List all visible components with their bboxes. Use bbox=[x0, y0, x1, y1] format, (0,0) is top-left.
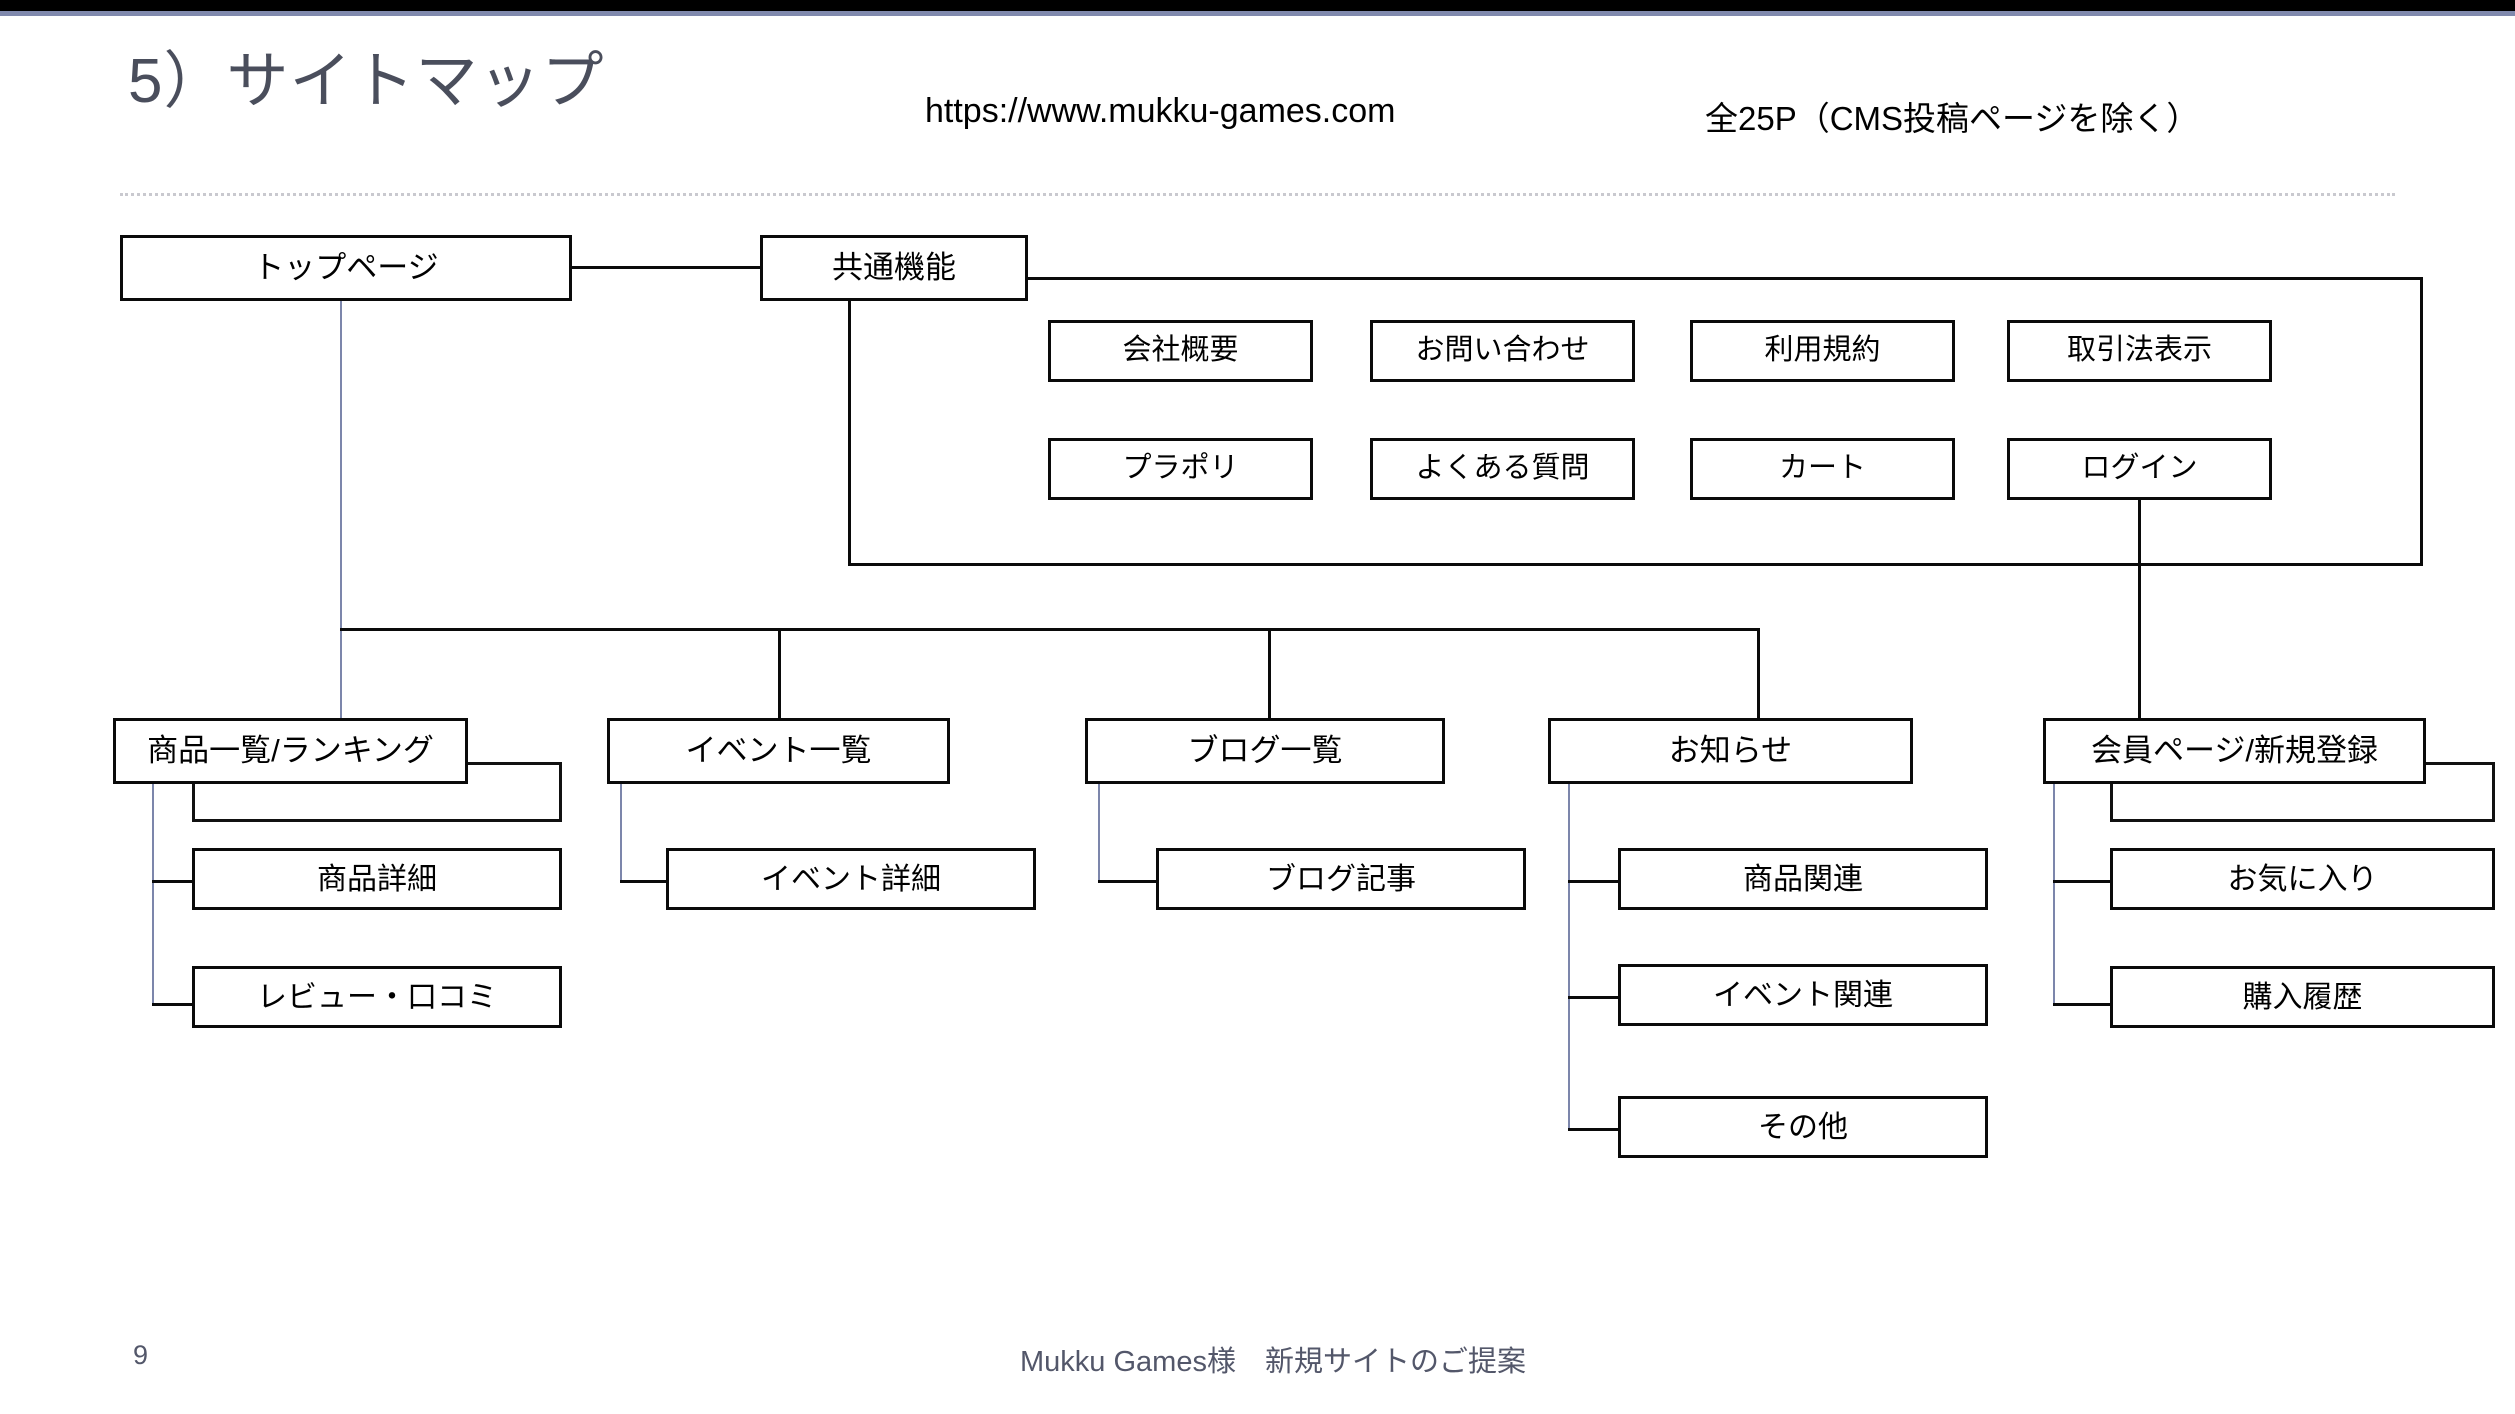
node-label: ブログ記事 bbox=[1266, 862, 1416, 896]
drop-to-event-list bbox=[778, 628, 781, 720]
distribution-bar bbox=[340, 628, 1760, 631]
page-count-note: 全25P（CMS投稿ページを除く） bbox=[1705, 100, 2200, 137]
node-label: 会社概要 bbox=[1122, 334, 1239, 367]
spine-product bbox=[152, 784, 154, 1006]
stub-member-favorites bbox=[2053, 880, 2111, 883]
node-terms[interactable]: 利用規約 bbox=[1690, 320, 1955, 382]
footer-note: Mukku Games様 新規サイトのご提案 bbox=[1020, 1346, 1526, 1378]
stub-product-detail bbox=[152, 880, 194, 883]
stub-news-other bbox=[1568, 1128, 1620, 1131]
node-label: 商品関連 bbox=[1743, 862, 1863, 896]
node-news-list[interactable]: お知らせ bbox=[1548, 718, 1913, 784]
node-top-page[interactable]: トップページ bbox=[120, 235, 572, 301]
node-member-page[interactable]: 会員ページ/新規登録 bbox=[2043, 718, 2426, 784]
node-faq[interactable]: よくある質問 bbox=[1370, 438, 1635, 500]
node-label: トップページ bbox=[253, 249, 439, 285]
node-login[interactable]: ログイン bbox=[2007, 438, 2272, 500]
drop-to-blog-list bbox=[1268, 628, 1271, 720]
node-cart[interactable]: カート bbox=[1690, 438, 1955, 500]
page-number: 9 bbox=[133, 1340, 149, 1370]
spine-event bbox=[620, 784, 622, 883]
link-common-enclosure-bottom bbox=[848, 563, 2423, 566]
node-label: その他 bbox=[1758, 1110, 1848, 1144]
node-label: お知らせ bbox=[1668, 732, 1793, 768]
node-label: イベント一覧 bbox=[685, 732, 872, 768]
node-label: イベント関連 bbox=[1713, 978, 1893, 1012]
stub-product-review bbox=[152, 1003, 194, 1006]
node-company-profile[interactable]: 会社概要 bbox=[1048, 320, 1313, 382]
link-common-enclosure-right bbox=[2420, 277, 2423, 566]
node-member-history[interactable]: 購入履歴 bbox=[2110, 966, 2495, 1028]
stub-event-detail bbox=[620, 880, 668, 883]
node-label: 共通機能 bbox=[832, 249, 956, 285]
node-label: よくある質問 bbox=[1415, 452, 1590, 485]
node-privacy-policy[interactable]: プラポリ bbox=[1048, 438, 1313, 500]
header-divider bbox=[120, 193, 2395, 196]
node-product-list[interactable]: 商品一覧/ランキング bbox=[113, 718, 468, 784]
node-label: イベント詳細 bbox=[761, 862, 941, 896]
node-event-detail[interactable]: イベント詳細 bbox=[666, 848, 1036, 910]
node-product-review[interactable]: レビュー・口コミ bbox=[192, 966, 562, 1028]
node-contact[interactable]: お問い合わせ bbox=[1370, 320, 1635, 382]
top-accent-bar bbox=[0, 11, 2515, 16]
site-url-label: https://www.mukku-games.com bbox=[925, 92, 1396, 130]
node-blog-article[interactable]: ブログ記事 bbox=[1156, 848, 1526, 910]
spine-blog bbox=[1098, 784, 1100, 883]
node-label: プラポリ bbox=[1122, 452, 1239, 485]
node-blog-list[interactable]: ブログ一覧 bbox=[1085, 718, 1445, 784]
top-black-bar bbox=[0, 0, 2515, 11]
node-label: お問い合わせ bbox=[1415, 334, 1590, 367]
node-label: 会員ページ/新規登録 bbox=[2091, 732, 2378, 768]
spine-news bbox=[1568, 784, 1570, 1131]
stub-member-history bbox=[2053, 1003, 2111, 1006]
node-news-event[interactable]: イベント関連 bbox=[1618, 964, 1988, 1026]
link-common-enclosure-left bbox=[848, 301, 851, 566]
node-label: ログイン bbox=[2081, 452, 2198, 485]
node-label: 取引法表示 bbox=[2066, 334, 2212, 367]
stub-blog-article bbox=[1098, 880, 1158, 883]
node-news-product[interactable]: 商品関連 bbox=[1618, 848, 1988, 910]
spine-toppage bbox=[340, 301, 342, 721]
stub-news-event bbox=[1568, 996, 1620, 999]
node-label: 商品一覧/ランキング bbox=[147, 732, 434, 768]
node-commercial-law[interactable]: 取引法表示 bbox=[2007, 320, 2272, 382]
node-member-favorites[interactable]: お気に入り bbox=[2110, 848, 2495, 910]
node-product-detail[interactable]: 商品詳細 bbox=[192, 848, 562, 910]
stub-news-product bbox=[1568, 880, 1620, 883]
drop-to-news-list bbox=[1757, 628, 1760, 720]
node-label: 商品詳細 bbox=[317, 862, 437, 896]
node-label: 利用規約 bbox=[1764, 334, 1881, 367]
node-label: ブログ一覧 bbox=[1187, 732, 1343, 768]
node-event-list[interactable]: イベント一覧 bbox=[607, 718, 950, 784]
spine-member bbox=[2053, 784, 2055, 1006]
node-news-other[interactable]: その他 bbox=[1618, 1096, 1988, 1158]
page-title: 5）サイトマップ bbox=[128, 47, 605, 116]
node-label: レビュー・口コミ bbox=[257, 980, 497, 1014]
node-common-functions[interactable]: 共通機能 bbox=[760, 235, 1028, 301]
node-label: カート bbox=[1778, 452, 1866, 485]
link-toppage-to-common bbox=[572, 266, 762, 269]
link-common-enclosure-top bbox=[1028, 277, 2423, 280]
node-label: 購入履歴 bbox=[2242, 980, 2363, 1014]
node-label: お気に入り bbox=[2227, 862, 2378, 896]
link-login-to-member-page bbox=[2138, 500, 2141, 718]
